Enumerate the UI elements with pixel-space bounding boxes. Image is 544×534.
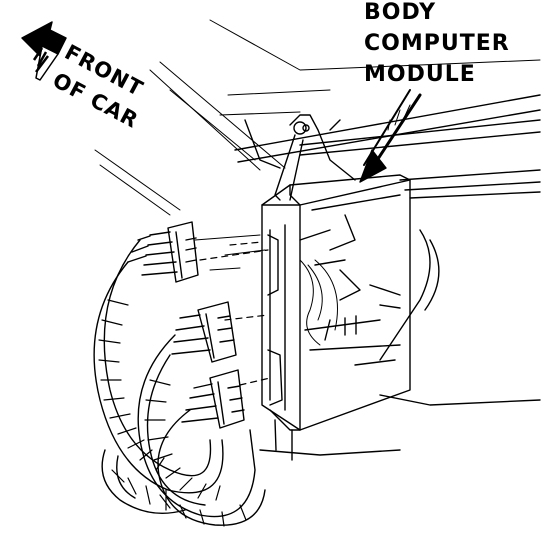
mounting-rail [234, 94, 541, 199]
connector-middle [171, 301, 237, 363]
wire-harness [93, 239, 266, 526]
module-label-line3: MODULE [364, 62, 476, 87]
module-internal-wiring [299, 259, 338, 346]
callout-arrow [359, 89, 422, 183]
connector-leader-lines [199, 241, 271, 386]
harness-tape-wraps [98, 299, 247, 527]
module-body [261, 174, 411, 461]
front-arrow-icon [21, 21, 67, 81]
connector-top [127, 221, 199, 283]
right-cable [259, 229, 541, 456]
module-label-line1: BODY [364, 0, 437, 25]
module-label-line2: COMPUTER [364, 31, 510, 56]
background-lines [94, 19, 541, 271]
connector-bottom [181, 369, 245, 429]
